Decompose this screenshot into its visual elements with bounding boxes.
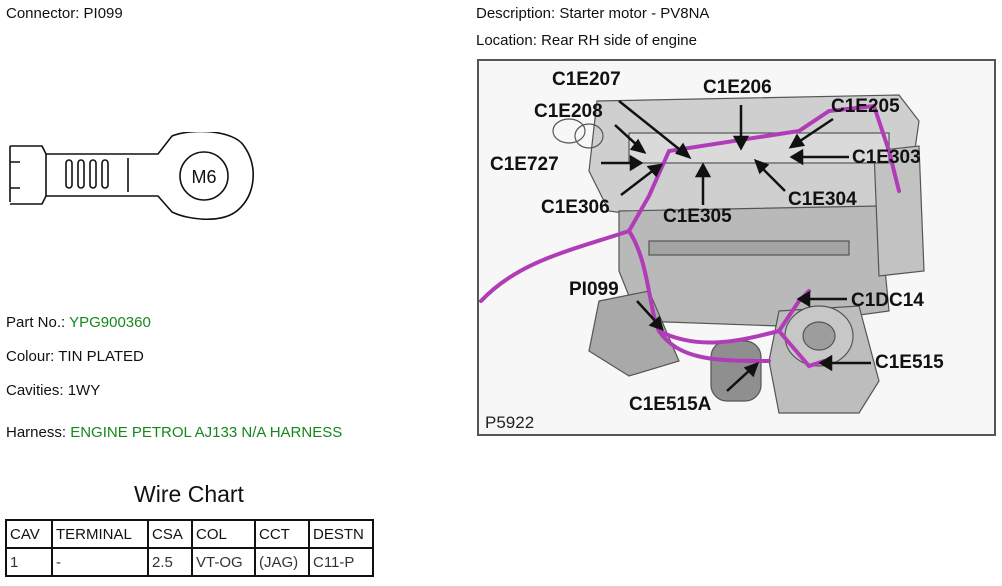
col-cav-header: CAV — [5, 519, 53, 549]
callout-c1e208: C1E208 — [534, 101, 603, 122]
cavities-label: Cavities: — [6, 382, 64, 399]
cavities-line: Cavities: 1WY — [6, 382, 100, 399]
colour-label: Colour: — [6, 348, 55, 365]
colour-value: TIN PLATED — [58, 348, 144, 365]
cell-destn: C11-P — [308, 547, 374, 577]
description-header: Description: Starter motor - PV8NA — [476, 5, 709, 22]
wire-chart-table: CAV TERMINAL CSA COL CCT DESTN 1 - 2.5 V… — [5, 519, 374, 577]
callout-c1e306: C1E306 — [541, 197, 610, 218]
callout-pi099: PI099 — [569, 279, 619, 300]
callout-c1e205: C1E205 — [831, 96, 900, 117]
callout-c1e727: C1E727 — [490, 154, 559, 175]
description-value: Starter motor - PV8NA — [559, 5, 710, 22]
callout-c1e515a: C1E515A — [629, 394, 712, 415]
figure-id-label: P5922 — [485, 413, 535, 432]
cell-cav: 1 — [5, 547, 53, 577]
harness-value: ENGINE PETROL AJ133 N/A HARNESS — [70, 424, 343, 441]
col-cct-header: CCT — [254, 519, 310, 549]
location-header: Location: Rear RH side of engine — [476, 32, 697, 49]
col-terminal-header: TERMINAL — [51, 519, 149, 549]
part-number-label: Part No.: — [6, 314, 66, 331]
connector-value: PI099 — [83, 5, 123, 22]
part-number-value: YPG900360 — [69, 314, 151, 331]
callout-c1e206: C1E206 — [703, 77, 772, 98]
col-destn-header: DESTN — [308, 519, 374, 549]
table-row: 1 - 2.5 VT-OG (JAG) C11-P — [5, 547, 374, 577]
ring-terminal-icon: M6 — [9, 130, 254, 221]
callout-c1e304: C1E304 — [788, 189, 857, 210]
part-number-line: Part No.: YPG900360 — [6, 314, 151, 331]
colour-line: Colour: TIN PLATED — [6, 348, 144, 365]
col-col-header: COL — [191, 519, 256, 549]
cell-cct: (JAG) — [254, 547, 310, 577]
location-label: Location: — [476, 32, 537, 49]
connector-label: Connector: — [6, 5, 80, 22]
cell-csa: 2.5 — [147, 547, 193, 577]
col-csa-header: CSA — [147, 519, 193, 549]
callout-c1dc14: C1DC14 — [851, 290, 924, 311]
callout-c1e305: C1E305 — [663, 206, 732, 227]
cell-terminal: - — [51, 547, 149, 577]
cell-col: VT-OG — [191, 547, 256, 577]
cavities-value: 1WY — [67, 382, 101, 399]
ring-terminal-drawing: M6 — [8, 130, 258, 221]
engine-location-diagram: C1E207 C1E206 C1E208 C1E205 C1E727 C1E30… — [477, 59, 996, 436]
location-value: Rear RH side of engine — [541, 32, 697, 49]
connector-header: Connector: PI099 — [6, 5, 123, 22]
harness-line: Harness: ENGINE PETROL AJ133 N/A HARNESS — [6, 424, 342, 441]
harness-label: Harness: — [6, 424, 67, 441]
description-label: Description: — [476, 5, 556, 22]
wire-chart-title: Wire Chart — [134, 481, 244, 507]
callout-c1e515: C1E515 — [875, 352, 944, 373]
engine-illustration — [479, 94, 925, 414]
table-header-row: CAV TERMINAL CSA COL CCT DESTN — [5, 519, 374, 549]
stud-size-label: M6 — [191, 167, 216, 187]
callout-c1e207: C1E207 — [552, 69, 621, 90]
callout-c1e303: C1E303 — [852, 147, 921, 168]
